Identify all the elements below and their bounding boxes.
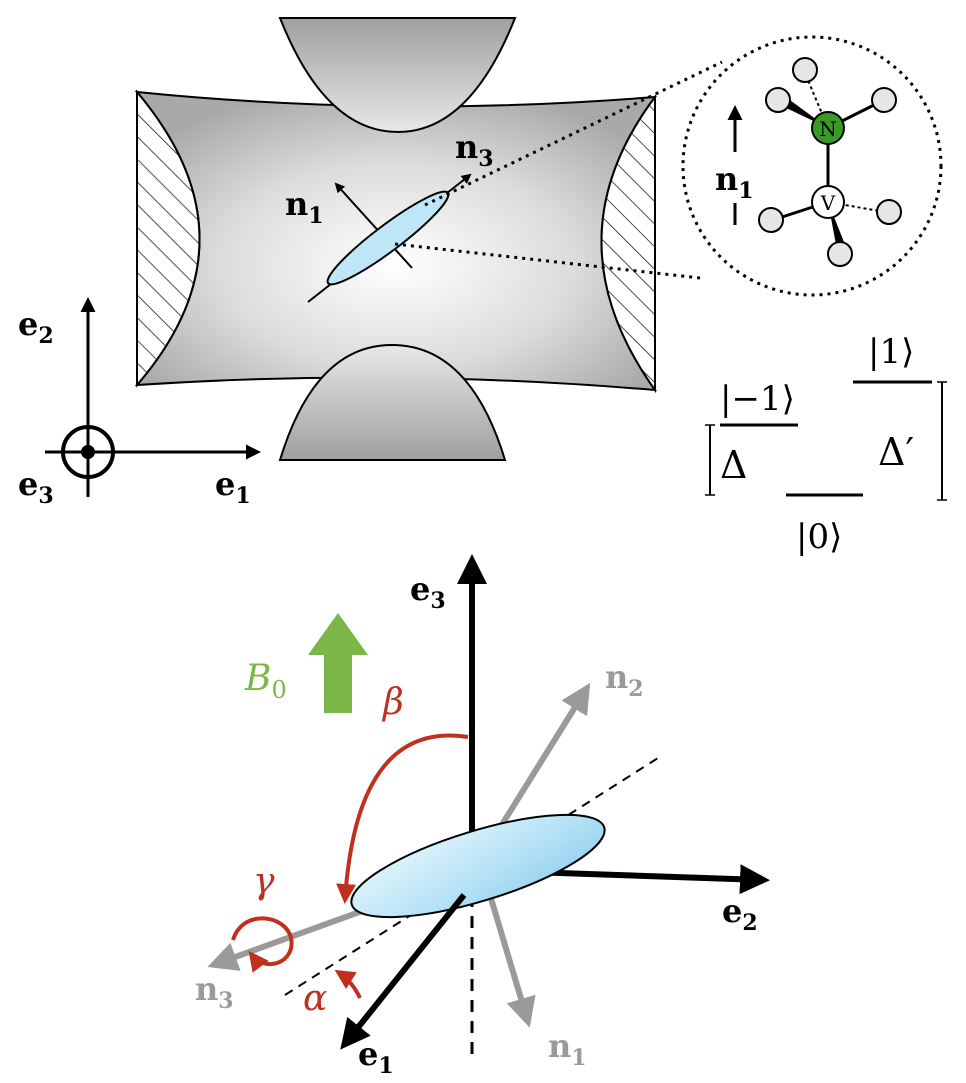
beta-arc: [336, 733, 469, 904]
ket-minus-one-label: |−1⟩: [720, 379, 795, 419]
bottom-electrode: [278, 343, 507, 461]
atom-h-bottom: [827, 241, 853, 267]
nitrogen-label: N: [819, 117, 837, 141]
e3-label-bottom: e3: [410, 570, 446, 614]
atom-vacancy: [811, 185, 845, 219]
atom-nitrogen: [811, 111, 845, 145]
top-lab-axes: e2 e3 e1: [18, 297, 261, 509]
molecule-ellipse: [350, 813, 606, 919]
top-electrode: [278, 17, 517, 134]
atom-h-left-upper: [765, 87, 791, 113]
e3-out-of-plane-dot: [81, 445, 95, 459]
right-endcap: [600, 93, 656, 394]
energy-level-diagram: |−1⟩ |1⟩ |0⟩ Δ Δ′: [705, 332, 947, 557]
delta-label: Δ: [720, 443, 747, 487]
n2-label-bottom: n2: [605, 658, 644, 702]
inset-n1-label: n1: [715, 160, 754, 204]
e1-label-bottom: e1: [358, 1035, 394, 1079]
euler-angle-panel: e3 e2 e1 n2 n3 n1 B0 β γ α: [195, 554, 770, 1079]
alpha-label: α: [303, 978, 327, 1019]
zoom-line-lower: [394, 242, 701, 280]
beta-label: β: [381, 682, 404, 723]
atom-h-top: [792, 57, 818, 83]
dashed-n3-projection: [284, 757, 659, 996]
bond-v-h-right: [827, 201, 886, 213]
n3-label-bottom: n3: [195, 970, 234, 1014]
gamma-label: γ: [253, 861, 275, 902]
top-n3-label: n3: [455, 128, 494, 172]
ket-one-label: |1⟩: [868, 332, 914, 372]
top-e1-label: e1: [215, 465, 251, 509]
b0-label: B0: [244, 658, 287, 704]
atom-h-left-lower: [758, 207, 784, 233]
n1-axis-line: [334, 182, 413, 269]
top-e2-label: e2: [18, 305, 54, 349]
b0-field-arrow: [308, 613, 368, 713]
vacancy-label: V: [820, 191, 836, 215]
e1-axis-line-bottom: [340, 893, 467, 1050]
ion-trap-panel: n1 n3: [134, 17, 723, 461]
ket-zero-label: |0⟩: [796, 517, 842, 557]
e2-label-bottom: e2: [722, 892, 758, 936]
left-endcap: [136, 89, 201, 388]
atom-h-right-lower: [876, 199, 902, 225]
top-n1-label: n1: [285, 185, 324, 229]
alpha-arc: [334, 969, 362, 999]
gamma-loop: [231, 916, 294, 973]
top-e3-label: e3: [18, 465, 54, 509]
atom-h-right-upper: [871, 87, 897, 113]
delta-prime-label: Δ′: [878, 430, 914, 474]
e3-out-of-plane-circle: [61, 425, 115, 479]
nv-center-inset: n1 N V: [681, 35, 943, 297]
zoom-line-upper: [424, 60, 723, 207]
n1-label-bottom: n1: [548, 1027, 587, 1071]
